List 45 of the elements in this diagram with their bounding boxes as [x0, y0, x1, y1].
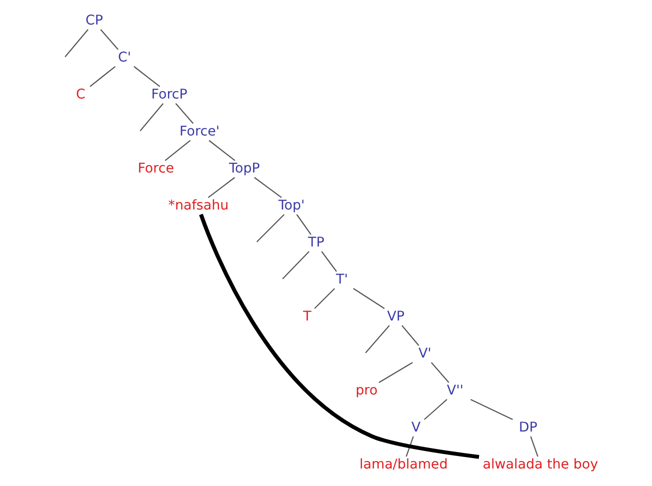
node-text: Force [138, 161, 174, 176]
node-text: V'' [446, 383, 464, 398]
connector [424, 399, 448, 420]
node-text: lama/blamed [360, 457, 448, 472]
node-text: pro [356, 383, 378, 398]
node-text: ForcP [151, 87, 188, 102]
connector [282, 251, 310, 280]
connector [208, 140, 236, 161]
node-text: C' [118, 50, 132, 66]
connector [353, 288, 385, 309]
connector [140, 103, 164, 132]
connector [321, 251, 337, 272]
connector [175, 103, 194, 124]
node-text: Top' [278, 198, 305, 214]
connector [378, 362, 413, 383]
node-text: Force' [180, 124, 220, 140]
node-text: V [411, 420, 421, 436]
node-text: T' [336, 272, 348, 288]
connector [134, 66, 160, 87]
connector [256, 214, 285, 242]
node-text: DP [518, 420, 538, 436]
connector [100, 29, 118, 50]
node-text: CP [85, 13, 103, 28]
node-text: VP [387, 309, 404, 324]
node-text: T [303, 309, 312, 324]
connector [90, 66, 116, 87]
node-text: alwalada the boy [482, 457, 598, 472]
node-text: V' [418, 346, 432, 362]
connector [365, 325, 390, 354]
connector [296, 214, 312, 235]
connector [64, 29, 88, 58]
connector [164, 140, 191, 161]
node-text: C [76, 87, 86, 102]
connector [530, 436, 538, 457]
node-text: TopP [229, 161, 260, 176]
node-text: *nafsahu [168, 198, 229, 214]
connector [254, 177, 282, 198]
connector [470, 398, 513, 420]
node-text: TP [308, 235, 324, 250]
connector [430, 362, 450, 383]
connector [208, 177, 236, 198]
connector [406, 436, 414, 457]
connector [314, 288, 335, 309]
connector [402, 325, 420, 346]
connector [199, 214, 480, 459]
